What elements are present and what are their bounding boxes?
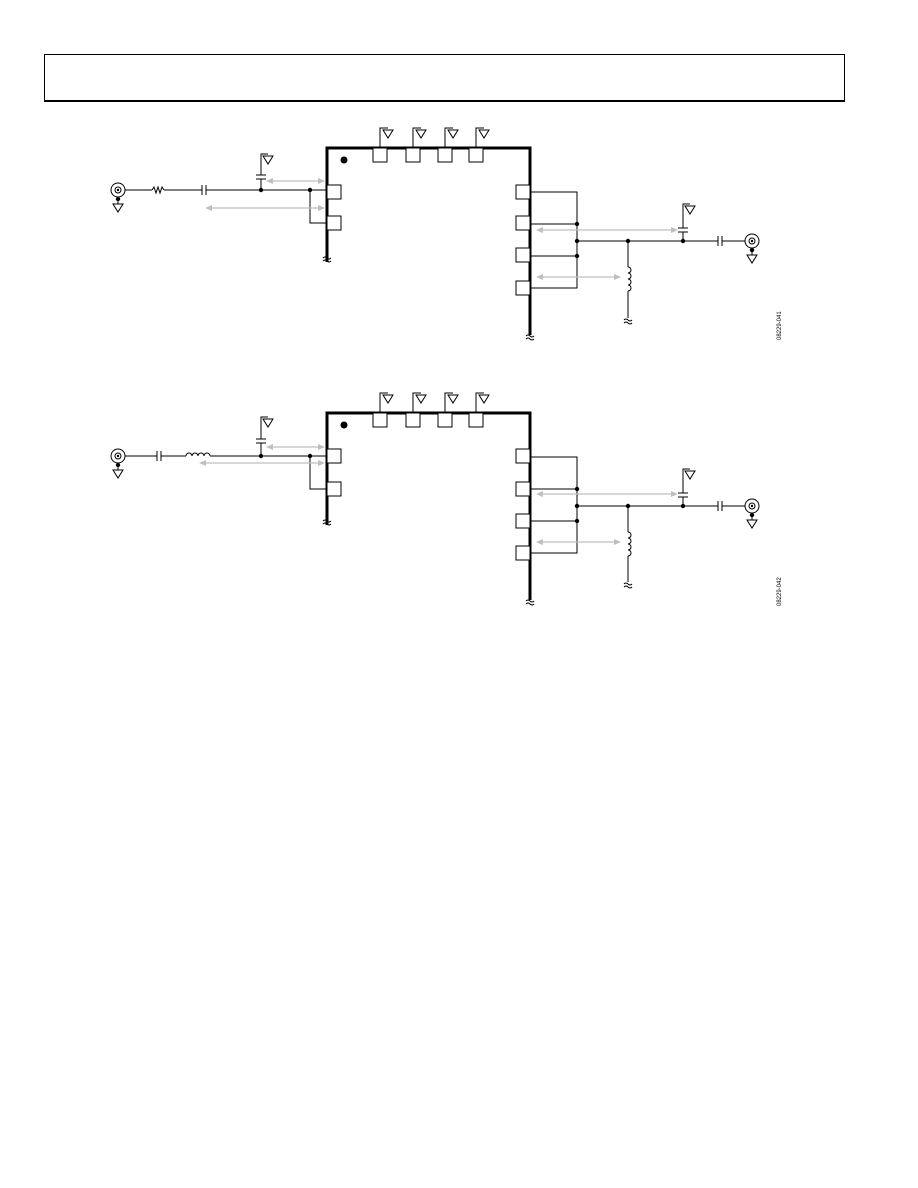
page-header-box: [44, 54, 845, 102]
ic-body-outline: [325, 411, 532, 600]
schematic-figure-1: 08229-041: [110, 127, 783, 341]
figure-id-2: 08229-042: [777, 577, 783, 606]
ic-body-outline: [325, 146, 532, 335]
output-inductor-symbol: [627, 531, 632, 557]
output-network: [530, 191, 760, 325]
right-pin-1: [515, 184, 531, 200]
right-pin-4: [515, 545, 531, 561]
left-pin-lower: [326, 481, 342, 497]
right-pin-3: [515, 513, 531, 529]
pin1-marker: [340, 156, 348, 164]
top-ground-pins: [372, 392, 490, 428]
output-inductor-symbol: [627, 266, 632, 292]
input-resistor-symbol: [151, 185, 165, 195]
right-pin-4: [515, 280, 531, 296]
right-pin-2: [515, 215, 531, 231]
left-pin-upper: [326, 184, 342, 200]
right-pin-1: [515, 448, 531, 464]
input-inductor-symbol: [185, 452, 211, 457]
figure-id-1: 08229-041: [777, 311, 783, 340]
schematic-figure-2: 08229-042: [110, 392, 783, 606]
input-network: [110, 153, 327, 224]
pin1-marker: [340, 421, 348, 429]
top-ground-pins: [372, 127, 490, 163]
output-network: [530, 456, 760, 589]
left-pin-upper: [326, 448, 342, 464]
input-network: [110, 416, 327, 490]
left-pin-lower: [326, 215, 342, 231]
right-pin-3: [515, 247, 531, 263]
right-pin-2: [515, 481, 531, 497]
